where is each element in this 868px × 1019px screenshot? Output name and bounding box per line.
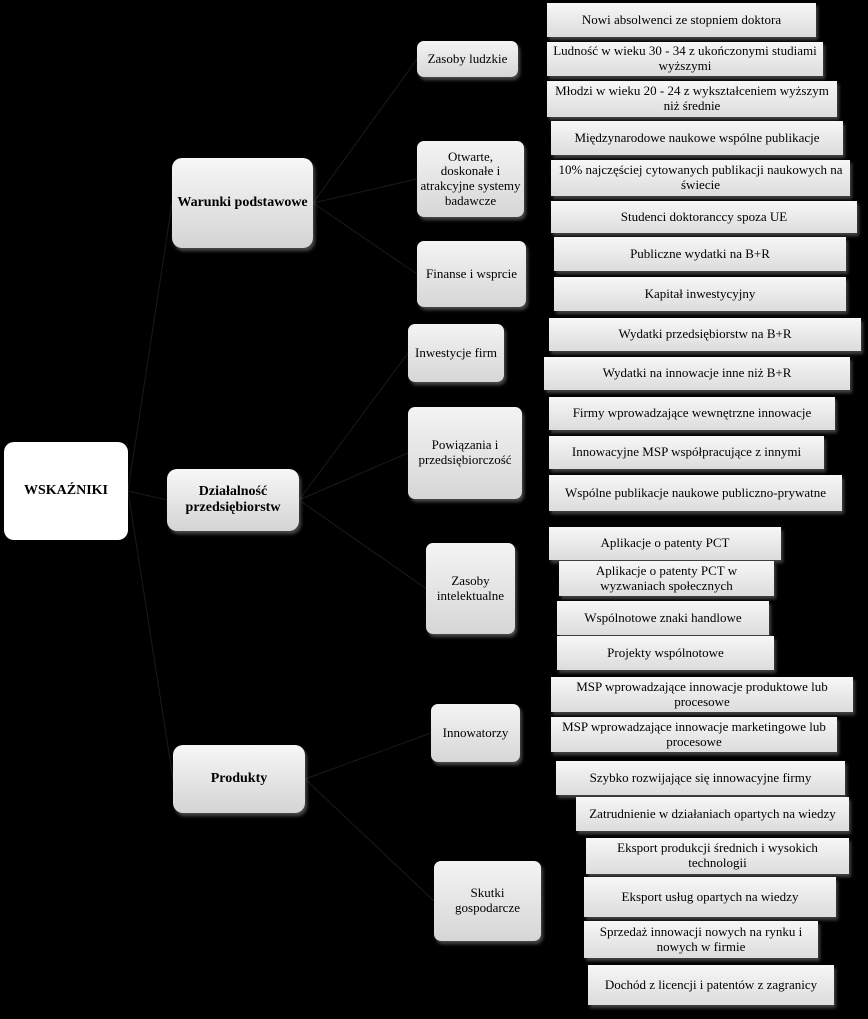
category-dzialalnosc-przedsiebiorstw: Działalność przedsiębiorstw	[167, 469, 299, 531]
indicator-item: Nowi absolwenci ze stopniem doktora	[547, 3, 816, 37]
connector-line	[312, 202, 418, 275]
indicator-item: Sprzedaż innowacji nowych na rynku i now…	[584, 921, 818, 958]
group-inwestycje-firm: Inwestycje firm	[408, 324, 504, 382]
indicator-item: Eksport produkcji średnich i wysokich te…	[586, 838, 849, 874]
indicator-item: 10% najczęściej cytowanych publikacji na…	[551, 160, 850, 196]
connector-line	[298, 452, 409, 501]
indicator-item: Firmy wprowadzające wewnętrzne innowacje	[549, 397, 835, 430]
indicator-item: Wydatki na innowacje inne niż B+R	[544, 357, 850, 390]
group-zasoby-ludzkie: Zasoby ludzkie	[417, 41, 518, 77]
indicator-item: Młodzi w wieku 20 - 24 z wykształceniem …	[547, 81, 837, 117]
indicator-item: Zatrudnienie w działaniach opartych na w…	[576, 797, 849, 831]
group-skutki-gospodarcze: Skutki gospodarcze	[434, 861, 541, 941]
indicator-item: Eksport usług opartych na wiedzy	[584, 877, 836, 917]
indicator-item: Międzynarodowe naukowe wspólne publikacj…	[551, 121, 843, 155]
connector-line	[298, 499, 427, 589]
connector-line	[127, 490, 174, 780]
indicator-item: Kapitał inwestycyjny	[554, 277, 846, 311]
connector-line	[298, 352, 409, 501]
group-innowatorzy: Innowatorzy	[431, 704, 520, 762]
group-otwarte-systemy-badawcze: Otwarte, doskonałe i atrakcyjne systemy …	[417, 141, 524, 217]
category-produkty: Produkty	[173, 745, 305, 813]
indicator-item: Ludność w wieku 30 - 34 z ukończonymi st…	[547, 42, 823, 76]
indicator-item: Szybko rozwijające się innowacyjne firmy	[556, 761, 845, 795]
root-node: WSKAŹNIKI	[4, 442, 128, 540]
indicator-item: Publiczne wydatki na B+R	[554, 237, 846, 271]
connector-line	[312, 178, 418, 204]
indicator-item: Projekty wspólnotowe	[557, 636, 774, 670]
connector-line	[127, 202, 173, 492]
group-powiazania-i-przedsiebiorczosc: Powiązania i przedsiębiorczość	[408, 407, 522, 499]
indicator-item: Aplikacje o patenty PCT	[549, 527, 781, 560]
indicator-item: Wspólnotowe znaki handlowe	[557, 601, 769, 635]
group-zasoby-intelektualne: Zasoby intelektualne	[426, 543, 515, 634]
category-warunki-podstawowe: Warunki podstawowe	[172, 158, 313, 248]
indicator-item: MSP wprowadzające innowacje produktowe l…	[551, 677, 853, 712]
indicator-item: Innowacyjne MSP współpracujące z innymi	[549, 436, 824, 469]
indicator-item: Studenci doktoranccy spoza UE	[551, 201, 857, 233]
indicator-item: MSP wprowadzające innowacje marketingowe…	[551, 717, 837, 752]
connector-line	[304, 732, 432, 780]
group-finanse-i-wsparcie: Finanse i wsprcie	[417, 241, 526, 307]
connector-line	[312, 58, 418, 204]
indicator-item: Aplikacje o patenty PCT w wyzwaniach spo…	[559, 561, 774, 596]
connector-line	[127, 490, 168, 501]
connector-line	[304, 778, 435, 902]
indicator-item: Wydatki przedsiębiorstw na B+R	[549, 318, 861, 351]
indicator-item: Wspólne publikacje naukowe publiczno-pry…	[549, 475, 842, 511]
indicator-item: Dochód z licencji i patentów z zagranicy	[588, 965, 834, 1005]
